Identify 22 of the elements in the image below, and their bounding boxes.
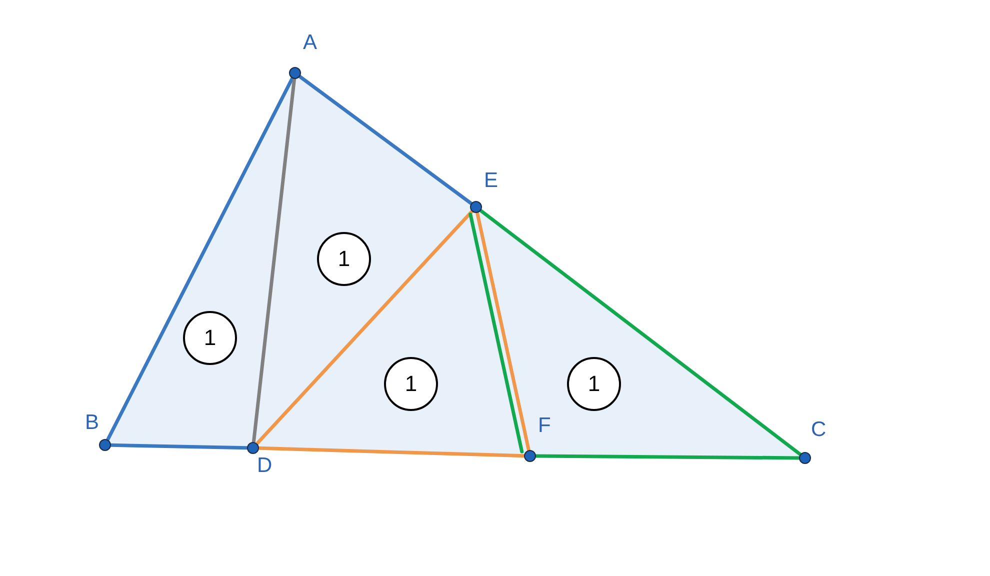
line-segment <box>106 76 294 442</box>
point-dot <box>524 450 536 462</box>
line-segment <box>476 211 530 452</box>
point-dot <box>247 442 259 454</box>
point-label: B <box>85 411 100 435</box>
point-label: E <box>484 169 498 193</box>
line-segment <box>534 454 801 460</box>
point-label: C <box>811 418 826 442</box>
point-dot <box>289 67 301 79</box>
line-segment <box>255 210 474 446</box>
point-label: A <box>303 31 318 55</box>
line-segment <box>298 74 473 206</box>
line-segment <box>252 77 296 444</box>
point-dot <box>470 201 482 213</box>
point-dot <box>799 452 811 464</box>
line-segment <box>109 443 249 450</box>
line-segment <box>257 446 526 458</box>
point-label: D <box>257 454 272 478</box>
line-segment <box>468 212 524 454</box>
point-label: F <box>538 414 551 438</box>
line-segment <box>479 208 802 456</box>
point-dot <box>99 439 111 451</box>
